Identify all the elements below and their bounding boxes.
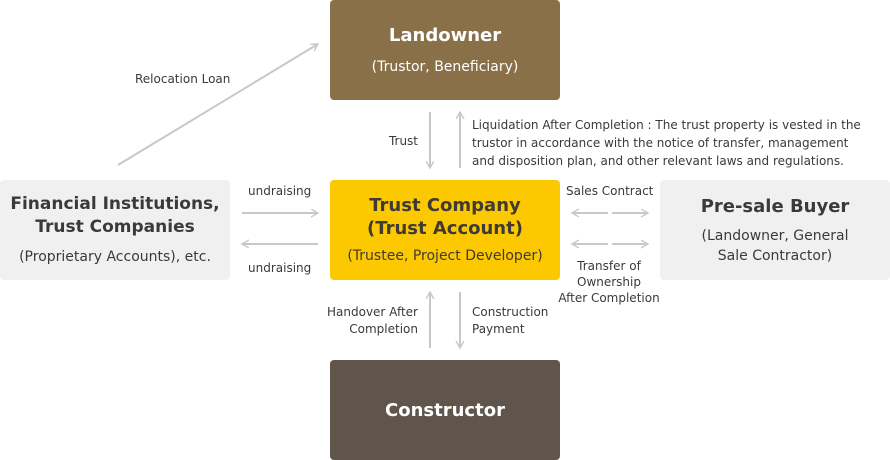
buyer-subtitle: (Landowner, General Sale Contractor) bbox=[702, 226, 849, 266]
transfer-label-line3: After Completion bbox=[558, 291, 660, 305]
transfer-label-line2: Ownership bbox=[577, 275, 641, 289]
transfer-ownership-label: Transfer of Ownership After Completion bbox=[552, 258, 666, 306]
undraising-label-top: undraising bbox=[248, 184, 312, 198]
financial-title-line2: Trust Companies bbox=[35, 217, 195, 237]
trust-company-box: Trust Company (Trust Account) (Trustee, … bbox=[330, 180, 560, 280]
undraising-label-bottom: undraising bbox=[248, 261, 312, 275]
sales-contract-label: Sales Contract bbox=[566, 184, 654, 198]
relocation-loan-arrow bbox=[117, 43, 318, 166]
handover-label-line2: Completion bbox=[349, 322, 418, 336]
trust-label: Trust bbox=[388, 134, 418, 148]
buyer-subtitle-line2: Sale Contractor) bbox=[717, 247, 833, 264]
financial-institutions-box: Financial Institutions, Trust Companies … bbox=[0, 180, 230, 280]
handover-label: Handover After Completion bbox=[318, 304, 418, 338]
constructor-title: Constructor bbox=[385, 399, 505, 421]
buyer-subtitle-line1: (Landowner, General bbox=[701, 227, 849, 244]
financial-subtitle: (Proprietary Accounts), etc. bbox=[19, 249, 211, 265]
construction-label-line2: Payment bbox=[472, 322, 525, 336]
transfer-label-line1: Transfer of bbox=[577, 259, 641, 273]
construction-payment-label: Construction Payment bbox=[472, 304, 548, 338]
handover-label-line1: Handover After bbox=[327, 305, 418, 319]
liquidation-label-line1: Liquidation After Completion : The trust… bbox=[472, 118, 861, 132]
trust-company-subtitle: (Trustee, Project Developer) bbox=[347, 248, 543, 264]
trust-company-title-line2: (Trust Account) bbox=[367, 218, 523, 239]
liquidation-label-line3: and disposition plan, and other relevant… bbox=[472, 154, 844, 168]
buyer-title: Pre-sale Buyer bbox=[700, 195, 850, 217]
landowner-box: Landowner (Trustor, Beneficiary) bbox=[330, 0, 560, 100]
trust-company-title: Trust Company bbox=[369, 195, 521, 216]
landowner-subtitle: (Trustor, Beneficiary) bbox=[371, 58, 519, 75]
construction-label-line1: Construction bbox=[472, 305, 549, 319]
relocation-loan-label: Relocation Loan bbox=[135, 72, 231, 86]
financial-title: Financial Institutions, bbox=[10, 194, 220, 214]
landowner-title: Landowner bbox=[388, 24, 502, 46]
pre-sale-buyer-box: Pre-sale Buyer (Landowner, General Sale … bbox=[660, 180, 890, 280]
constructor-box: Constructor bbox=[330, 360, 560, 460]
liquidation-label: Liquidation After Completion : The trust… bbox=[472, 116, 861, 170]
liquidation-label-line2: trustor in accordance with the notice of… bbox=[472, 136, 849, 150]
